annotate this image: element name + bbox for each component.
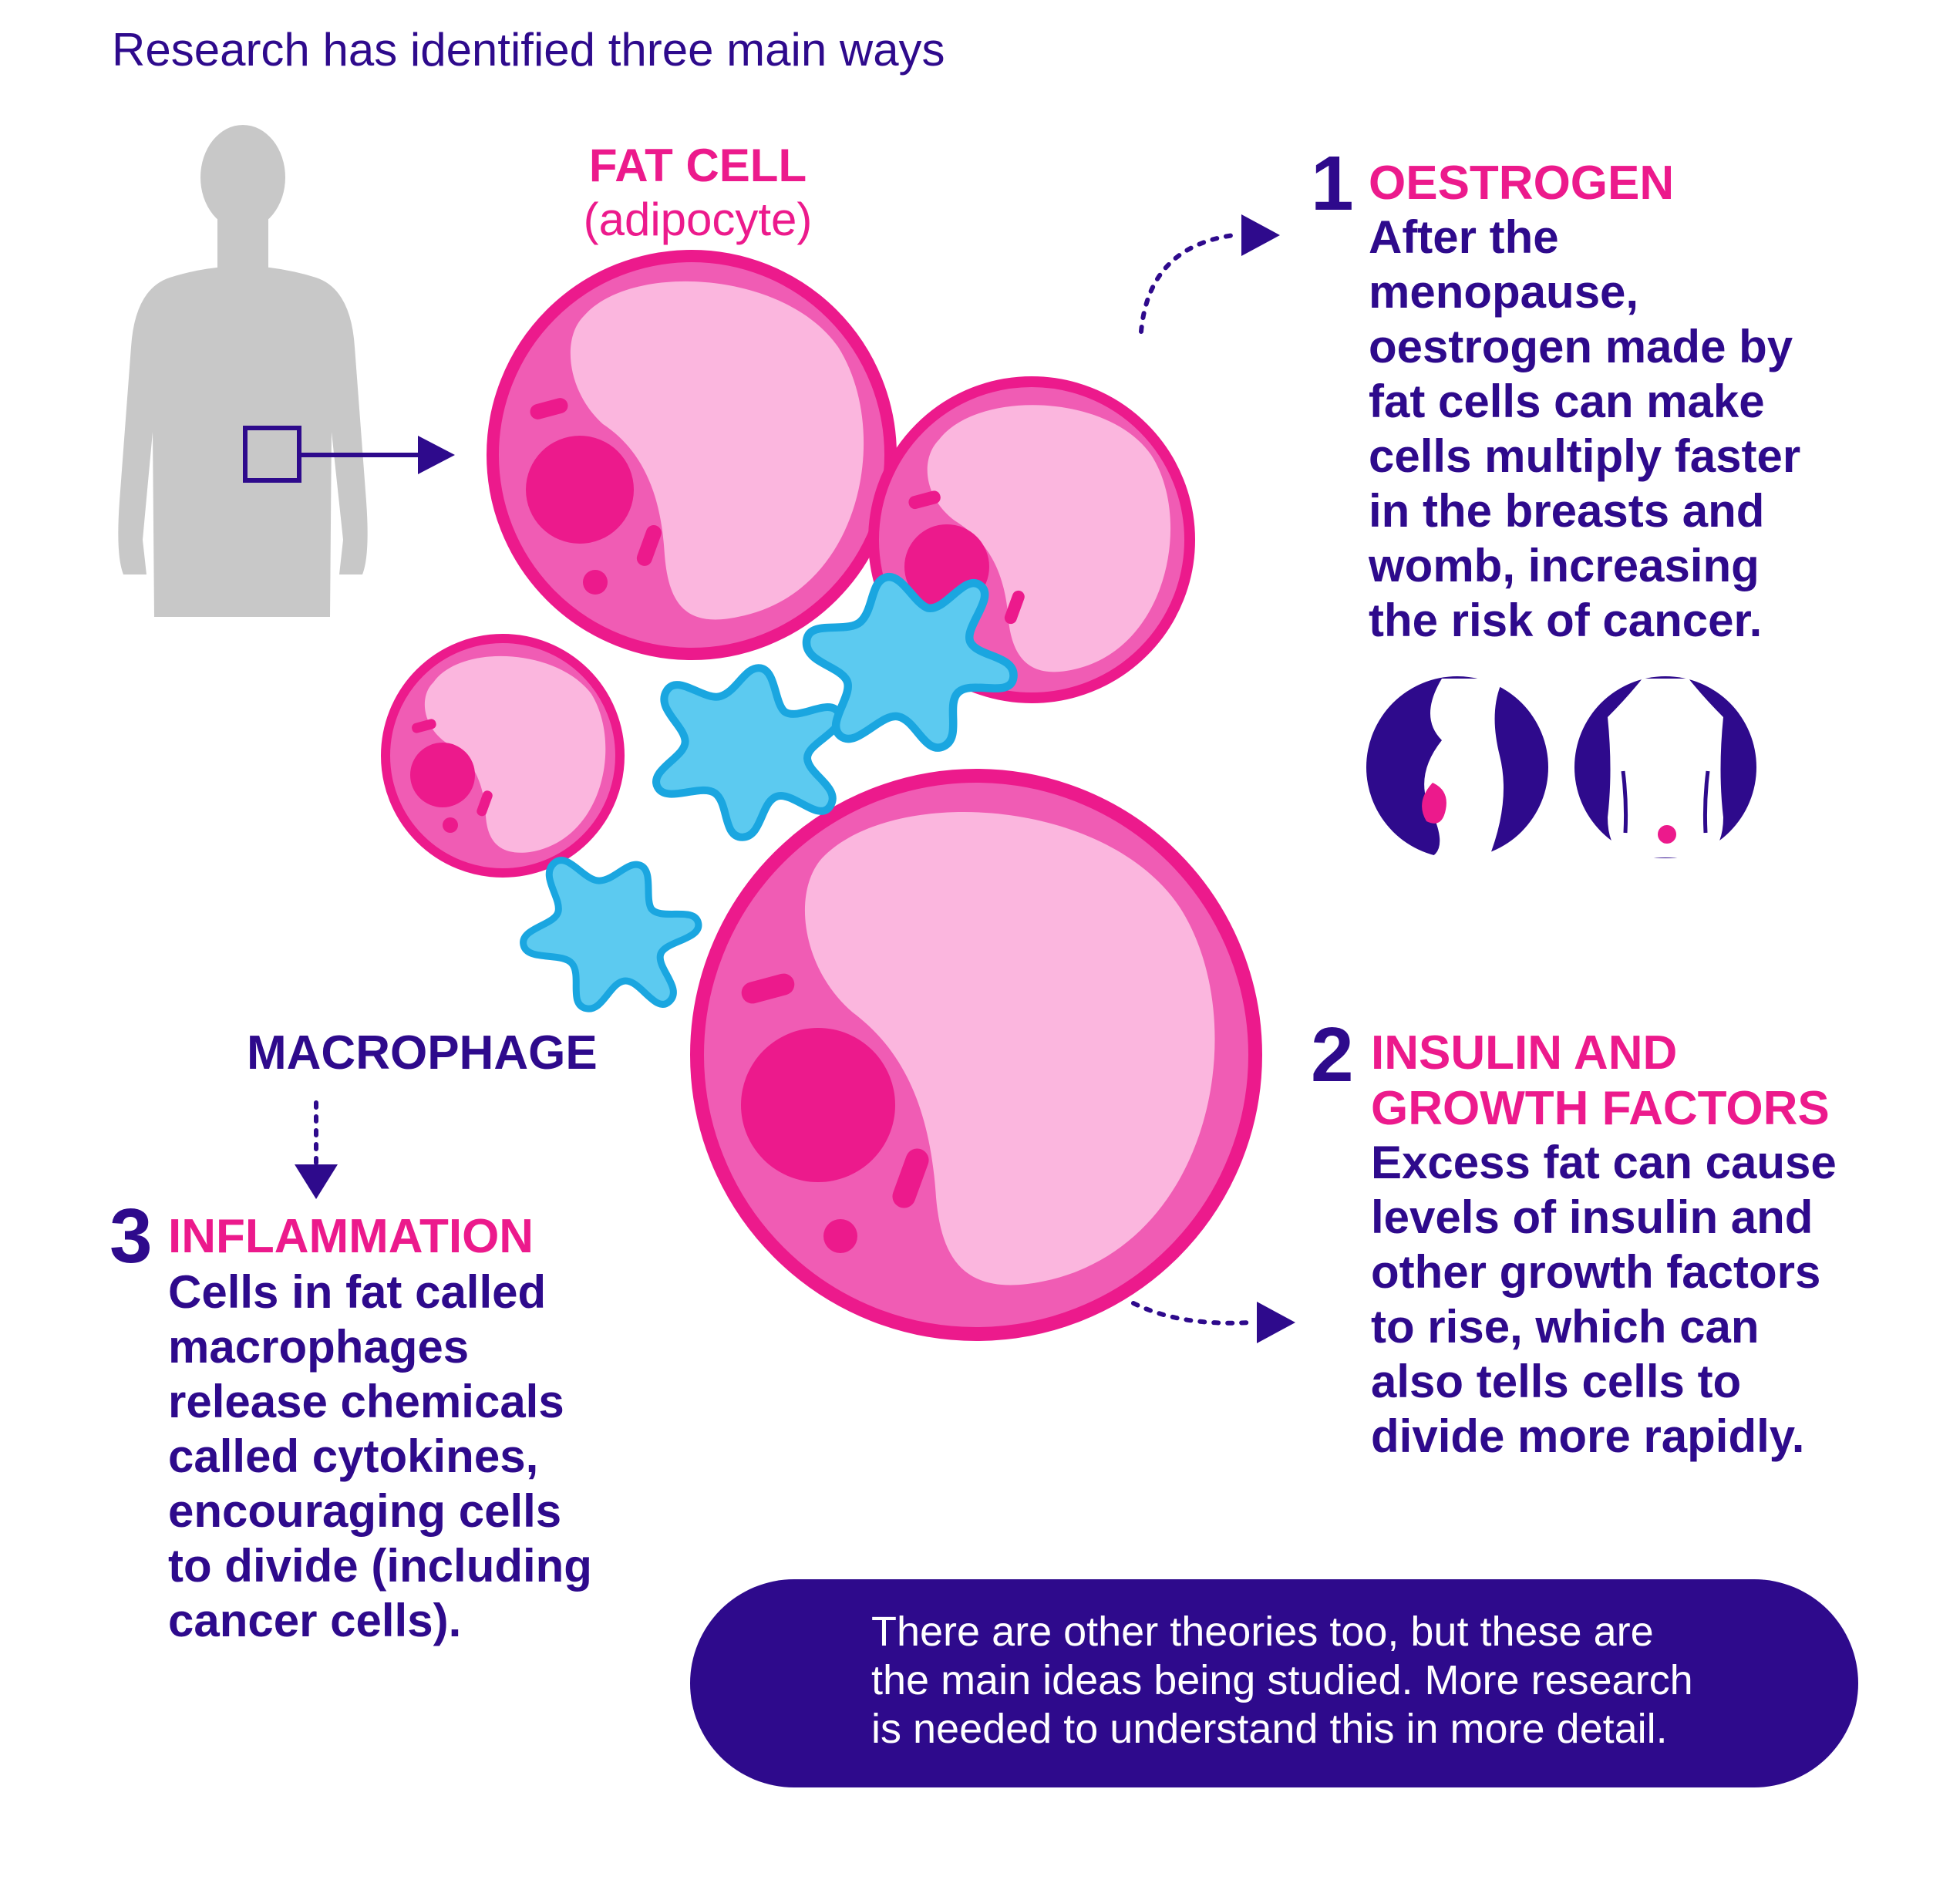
section-3-title: INFLAMMATION	[168, 1210, 534, 1263]
arrow-icon	[418, 436, 455, 474]
note-box	[690, 1579, 1858, 1787]
section-3-number: 3	[109, 1193, 153, 1279]
section-3-body: Cells in fat called macrophages release …	[168, 1266, 592, 1646]
body-silhouette-icon	[118, 125, 368, 617]
arrow-icon	[295, 1164, 338, 1199]
fat-cell-icon	[487, 250, 897, 660]
fat-cell-icon	[381, 634, 625, 878]
section-1-body: After the menopause, oestrogen made by f…	[1369, 211, 1801, 646]
intro-text: Research has identified three main ways	[112, 24, 945, 76]
fat-cell-subtitle: (adipocyte)	[583, 194, 813, 245]
arrow-to-insulin	[1131, 1301, 1251, 1326]
fat-cell-icon	[690, 769, 1262, 1341]
arrow-icon	[1257, 1302, 1295, 1343]
section-2-body: Excess fat can cause levels of insulin a…	[1371, 1137, 1837, 1462]
macrophage-label: MACROPHAGE	[247, 1026, 598, 1080]
breast-icon	[1366, 676, 1548, 860]
womb-icon	[1574, 676, 1756, 858]
section-2-title: INSULIN AND GROWTH FACTORS	[1371, 1026, 1830, 1135]
arrow-to-oestrogen	[1139, 233, 1236, 334]
section-2-number: 2	[1311, 1012, 1354, 1098]
fat-cell-title: FAT CELL	[588, 140, 807, 191]
section-1-number: 1	[1311, 140, 1354, 227]
note-text: There are other theories too, but these …	[871, 1609, 1693, 1752]
fat-cell-label: FAT CELL (adipocyte)	[505, 139, 891, 247]
arrow-icon	[1241, 214, 1280, 256]
section-1-title: OESTROGEN	[1369, 157, 1675, 210]
